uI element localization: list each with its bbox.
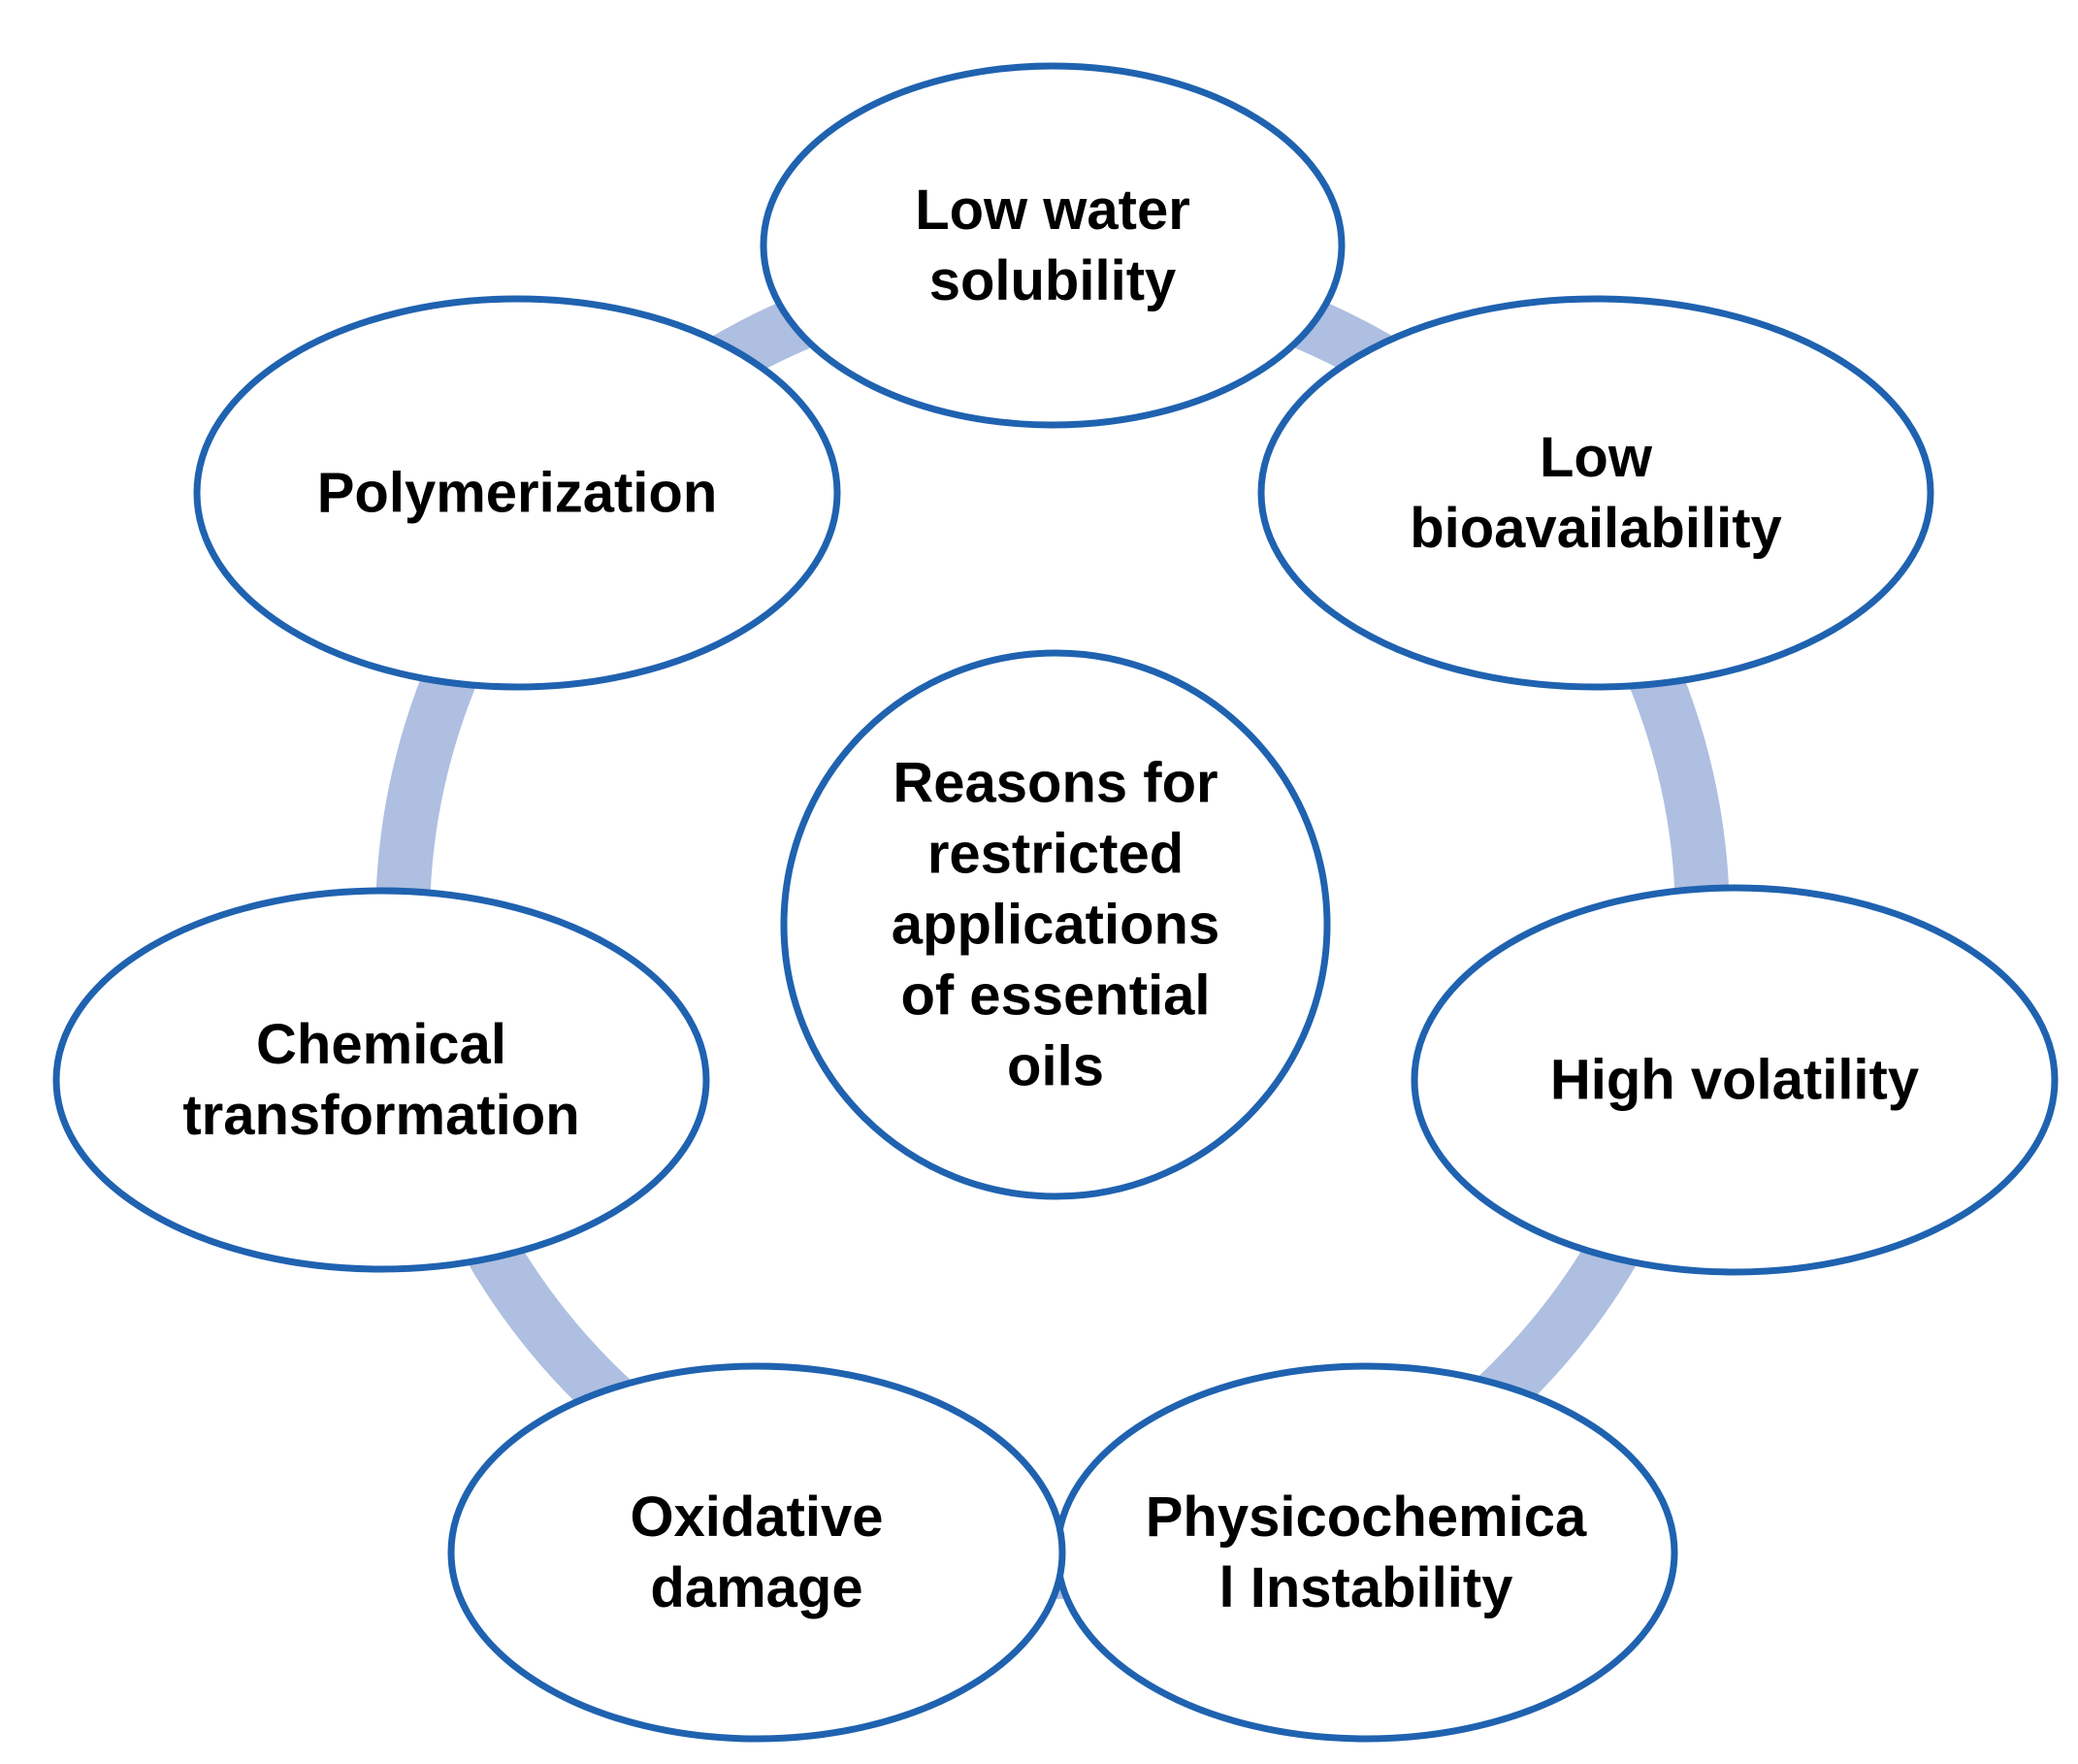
node-ellipse-low-bioavailability	[1257, 295, 1934, 691]
node-chemical-transformation: Chemical transformation	[52, 887, 710, 1273]
node-high-volatility: High volatility	[1411, 884, 2059, 1276]
node-label-low-water-solubility-line-2: solubility	[929, 249, 1177, 312]
node-label-oxidative-damage-line-2: damage	[650, 1556, 862, 1619]
center-label-line-1: Reasons for	[893, 752, 1218, 815]
node-low-bioavailability: Low bioavailability	[1257, 295, 1934, 691]
node-ellipse-chemical-transformation	[52, 887, 710, 1273]
node-oxidative-damage: Oxidative damage	[447, 1362, 1066, 1743]
node-label-chemical-transformation-line-1: Chemical	[256, 1013, 506, 1076]
node-label-polymerization-line-1: Polymerization	[317, 462, 718, 525]
node-physicochemical-instability: Physicochemica l Instability	[1054, 1362, 1678, 1743]
node-label-physicochemical-instability-line-1: Physicochemica	[1146, 1486, 1587, 1549]
node-ellipse-high-volatility	[1411, 884, 2059, 1276]
center-circle	[780, 649, 1331, 1200]
node-label-high-volatility-line-1: High volatility	[1550, 1049, 1919, 1112]
node-ellipse-low-water-solubility	[760, 62, 1346, 429]
center-node: Reasons for restricted applications of esse…	[780, 649, 1331, 1200]
center-label-line-3: applications	[892, 894, 1219, 957]
node-ellipse-polymerization	[193, 295, 841, 691]
node-label-chemical-transformation-line-2: transformation	[182, 1084, 579, 1147]
node-label-low-bioavailability-line-1: Low	[1540, 426, 1653, 489]
node-label-low-water-solubility-line-1: Low water	[915, 179, 1190, 242]
center-label-line-2: restricted	[927, 823, 1184, 886]
node-ellipse-oxidative-damage	[447, 1362, 1066, 1743]
node-polymerization: Polymerization	[193, 295, 841, 691]
node-label-oxidative-damage-line-1: Oxidative	[630, 1486, 883, 1549]
node-ellipse-physicochemical-instability	[1054, 1362, 1678, 1743]
center-label-line-5: oils	[1007, 1035, 1104, 1098]
center-label-line-4: of essential	[900, 964, 1210, 1028]
node-label-low-bioavailability-line-2: bioavailability	[1410, 497, 1782, 560]
node-low-water-solubility: Low water solubility	[760, 62, 1346, 429]
node-label-physicochemical-instability-line-2: l Instability	[1219, 1556, 1513, 1619]
